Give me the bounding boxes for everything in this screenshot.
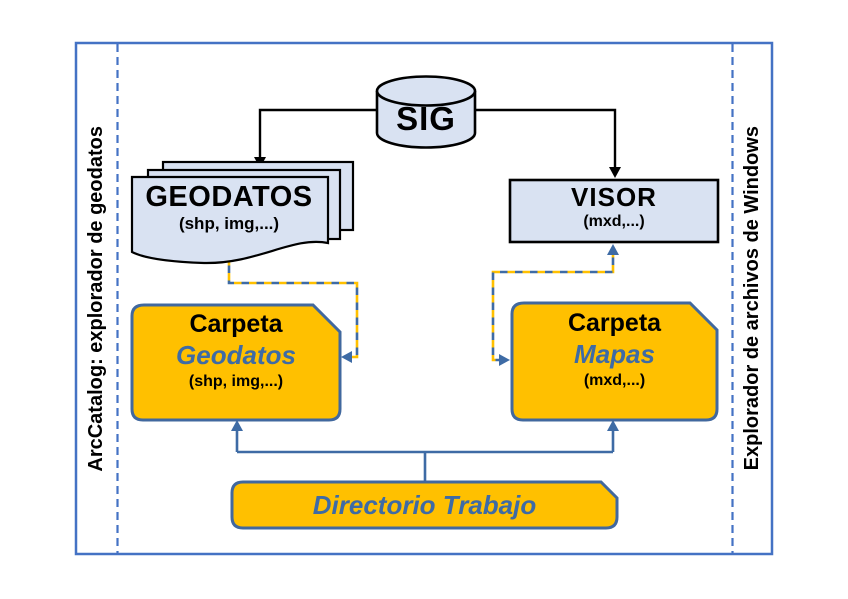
connector-carpeta-mapas-dashed <box>491 244 619 366</box>
outer-frame <box>74 41 774 556</box>
arrowhead-up-icon <box>607 244 619 255</box>
arrowhead-up-icon <box>231 420 243 431</box>
geodatos-stack <box>130 160 355 265</box>
right-strip: Explorador de archivos de Windows <box>732 44 773 553</box>
connector-sig-to-geodatos <box>254 108 377 168</box>
left-strip: ArcCatalog: explorador de geodatos <box>76 44 117 553</box>
connector-directorio-to-folders <box>231 420 619 482</box>
windows-explorer-label: Explorador de archivos de Windows <box>741 126 763 471</box>
visor-box <box>508 178 720 244</box>
arrowhead-right-icon <box>499 354 510 366</box>
carpeta-geodatos-folder <box>130 303 342 422</box>
sig-cylinder <box>375 75 477 149</box>
directorio-box <box>230 480 619 530</box>
arccatalog-label: ArcCatalog: explorador de geodatos <box>85 125 107 472</box>
connector-sig-to-visor <box>475 108 621 178</box>
arrowhead-down-icon <box>609 167 621 178</box>
arrowhead-up-icon <box>607 420 619 431</box>
document-shape <box>130 175 330 265</box>
arrowhead-left-icon <box>341 351 352 363</box>
carpeta-mapas-folder <box>510 301 719 422</box>
